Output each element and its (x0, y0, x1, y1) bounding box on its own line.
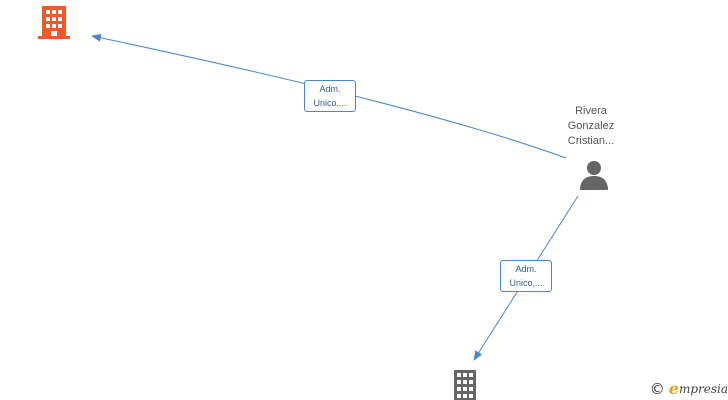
edge-label-role[interactable]: Adm. Unico,... (304, 80, 356, 112)
edge-person-to-company-top (91, 33, 567, 159)
person-name-line: Cristian... (567, 135, 615, 147)
edge-label-line: Adm. (319, 84, 341, 94)
person-name-line: Rivera (575, 105, 607, 117)
edge-label-line: Adm. (515, 264, 537, 274)
person-name-line: Gonzalez (567, 120, 615, 132)
edge-label-line: Unico,... (509, 278, 543, 288)
building-icon[interactable] (38, 4, 70, 40)
edge-label-role[interactable]: Adm. Unico,... (500, 260, 552, 292)
building-icon[interactable] (451, 368, 479, 400)
person-icon[interactable] (578, 160, 610, 190)
brand-watermark: © e mpresia (650, 379, 728, 398)
copyright-icon: © (649, 379, 665, 398)
brand-initial: e (668, 379, 679, 398)
person-name-label[interactable]: Rivera Gonzalez Cristian... (546, 104, 636, 149)
edge-label-line: Unico,... (313, 98, 347, 108)
brand-name: mpresia (678, 381, 728, 396)
